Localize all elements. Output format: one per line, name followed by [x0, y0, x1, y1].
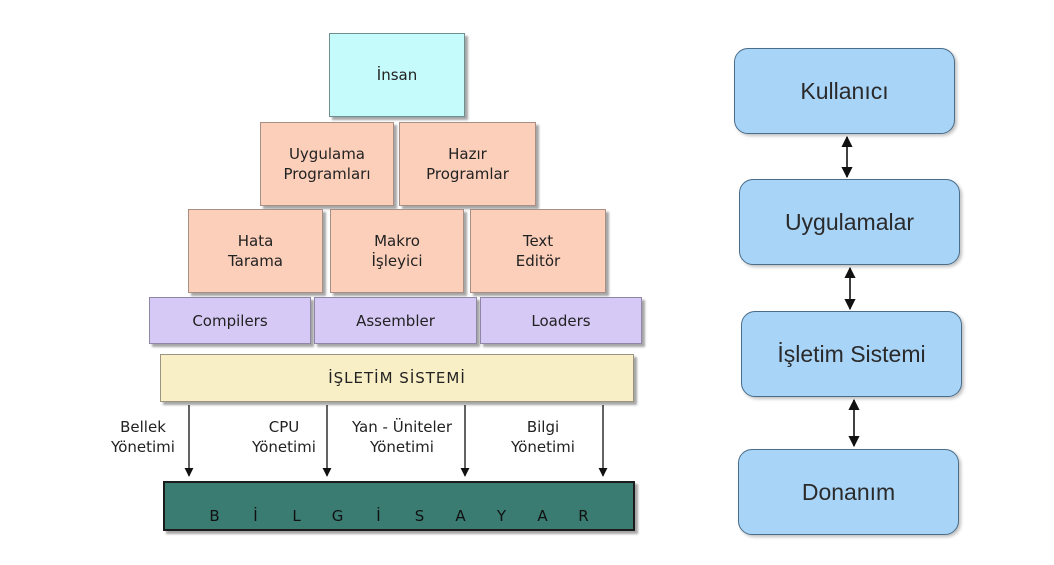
box-uygulama-programlari: Uygulama Programları — [260, 122, 394, 206]
bilgisayar-letter: G — [331, 507, 344, 525]
label-bellek-yonetimi: Bellek Yönetimi — [111, 418, 175, 456]
box-text-editor: Text Editör — [470, 209, 606, 293]
layer-uygulamalar-label: Uygulamalar — [784, 208, 915, 235]
layer-kullanici-label: Kullanıcı — [800, 77, 889, 104]
bilgisayar-letter: İ — [253, 507, 258, 525]
box-insan: İnsan — [329, 33, 465, 117]
box-assembler-label: Assembler — [356, 311, 435, 330]
bilgisayar-letter: İ — [376, 507, 381, 525]
bilgisayar-letter: S — [414, 507, 425, 525]
layer-kullanici: Kullanıcı — [734, 48, 955, 134]
box-assembler: Assembler — [314, 297, 477, 344]
box-loaders-label: Loaders — [531, 311, 591, 330]
box-loaders: Loaders — [480, 297, 642, 344]
box-isletim-sistemi-label: İŞLETİM SİSTEMİ — [328, 369, 466, 387]
box-hazir-programlar: Hazır Programlar — [399, 122, 536, 206]
box-uygulama-programlari-label: Uygulama Programları — [283, 145, 371, 183]
box-hazir-programlar-label: Hazır Programlar — [426, 145, 509, 183]
bilgisayar-letter: A — [455, 507, 466, 525]
layer-isletim-sistemi-label: İşletim Sistemi — [777, 340, 926, 367]
box-hata-tarama-label: Hata Tarama — [227, 232, 284, 270]
bilgisayar-letter: L — [292, 507, 301, 525]
box-makro-isleyici: Makro İşleyici — [330, 209, 464, 293]
bilgisayar-letter: B — [209, 507, 220, 525]
layer-uygulamalar: Uygulamalar — [739, 179, 960, 265]
layer-isletim-sistemi: İşletim Sistemi — [741, 311, 962, 397]
layer-donanim-label: Donanım — [801, 478, 896, 505]
label-cpu-yonetimi: CPU Yönetimi — [252, 418, 316, 456]
label-bilgi-yonetimi: Bilgi Yönetimi — [511, 418, 575, 456]
box-compilers-label: Compilers — [192, 311, 268, 330]
box-makro-isleyici-label: Makro İşleyici — [371, 232, 423, 270]
label-yan-uniteler-yonetimi: Yan - Üniteler Yönetimi — [351, 418, 453, 456]
box-isletim-sistemi: İŞLETİM SİSTEMİ — [160, 354, 634, 402]
layer-donanim: Donanım — [738, 449, 959, 535]
box-text-editor-label: Text Editör — [515, 232, 561, 270]
bilgisayar-letter: A — [537, 507, 548, 525]
box-compilers: Compilers — [149, 297, 311, 344]
box-hata-tarama: Hata Tarama — [188, 209, 323, 293]
box-insan-label: İnsan — [376, 66, 418, 84]
bilgisayar-letter: R — [578, 507, 589, 525]
bilgisayar-letter: Y — [496, 507, 507, 525]
